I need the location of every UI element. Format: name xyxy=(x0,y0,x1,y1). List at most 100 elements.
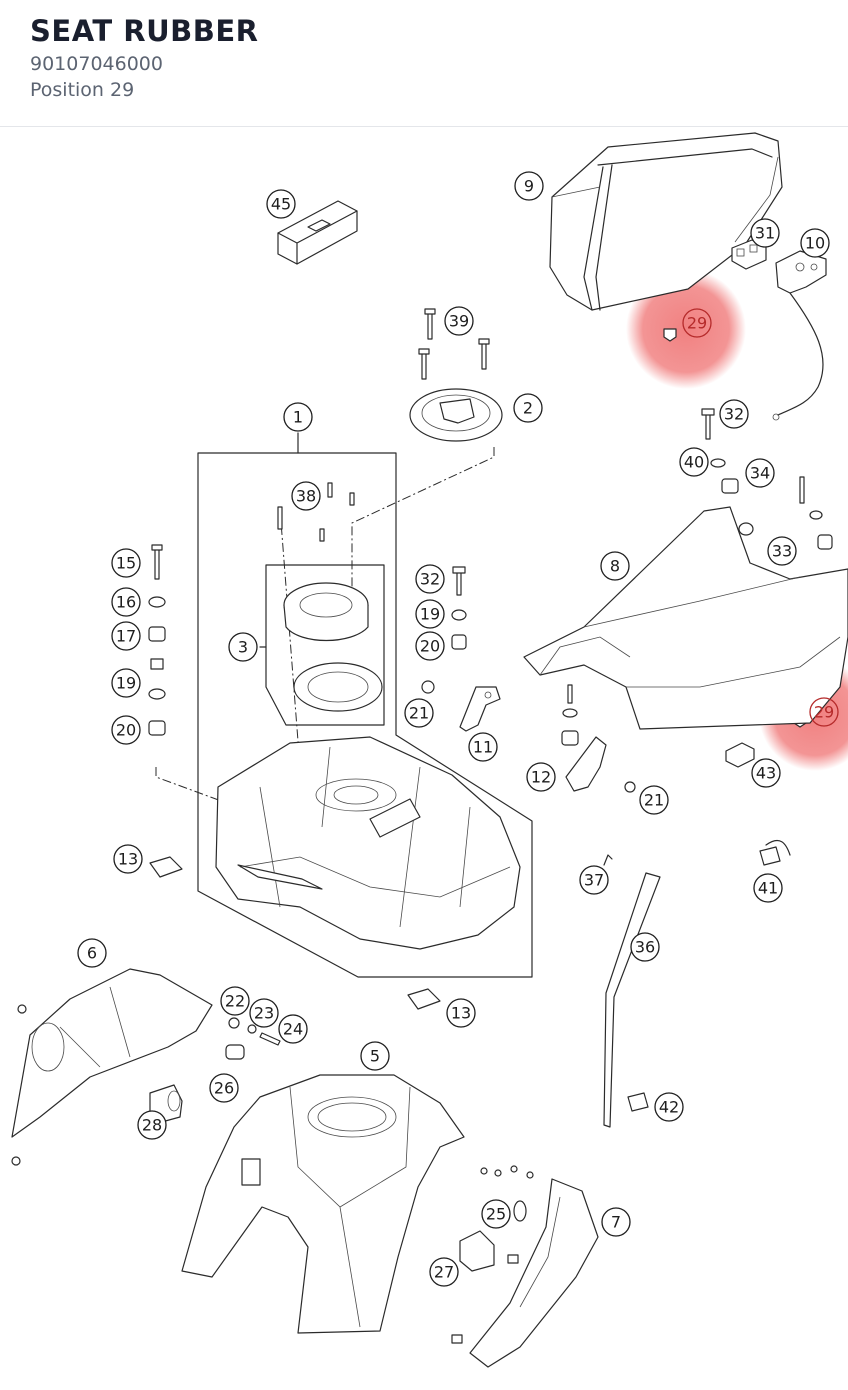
callout-21[interactable]: 21 xyxy=(404,698,434,728)
callout-21b[interactable]: 21 xyxy=(639,785,669,815)
svg-text:22: 22 xyxy=(225,992,245,1011)
callout-11[interactable]: 11 xyxy=(468,732,498,762)
part-41-drawing xyxy=(759,840,791,866)
callout-26[interactable]: 26 xyxy=(209,1073,239,1103)
svg-text:13: 13 xyxy=(451,1004,471,1023)
svg-text:19: 19 xyxy=(116,674,136,693)
callout-33[interactable]: 33 xyxy=(767,536,797,566)
callout-20[interactable]: 20 xyxy=(111,715,141,745)
svg-text:6: 6 xyxy=(87,944,97,963)
svg-text:29: 29 xyxy=(687,314,707,333)
part-31-drawing xyxy=(731,239,767,270)
group-3-frame xyxy=(259,564,385,726)
svg-text:36: 36 xyxy=(635,938,655,957)
callout-23[interactable]: 23 xyxy=(249,998,279,1028)
callout-31[interactable]: 31 xyxy=(750,218,780,248)
callout-20b[interactable]: 20 xyxy=(415,631,445,661)
callout-13[interactable]: 13 xyxy=(113,844,143,874)
svg-text:37: 37 xyxy=(584,871,604,890)
svg-text:20: 20 xyxy=(420,637,440,656)
svg-text:42: 42 xyxy=(659,1098,679,1117)
callout-32[interactable]: 32 xyxy=(719,399,749,429)
svg-text:3: 3 xyxy=(238,638,248,657)
svg-text:21: 21 xyxy=(409,704,429,723)
callout-43[interactable]: 43 xyxy=(751,758,781,788)
svg-text:25: 25 xyxy=(486,1205,506,1224)
svg-text:45: 45 xyxy=(271,195,291,214)
callout-28[interactable]: 28 xyxy=(137,1110,167,1140)
callout-38[interactable]: 38 xyxy=(291,481,321,511)
callout-2[interactable]: 2 xyxy=(513,393,543,423)
callout-1[interactable]: 1 xyxy=(283,402,313,432)
group-1-frame xyxy=(197,432,533,978)
callout-16[interactable]: 16 xyxy=(111,587,141,617)
svg-text:7: 7 xyxy=(611,1213,621,1232)
callout-22[interactable]: 22 xyxy=(220,986,250,1016)
svg-text:23: 23 xyxy=(254,1004,274,1023)
part-25-drawing xyxy=(480,1165,534,1222)
svg-text:13: 13 xyxy=(118,850,138,869)
position-label: Position 29 xyxy=(30,79,135,101)
part-10-drawing xyxy=(772,250,827,421)
callout-7[interactable]: 7 xyxy=(601,1207,631,1237)
svg-text:10: 10 xyxy=(805,234,825,253)
part-36-drawing xyxy=(603,872,661,1128)
svg-text:43: 43 xyxy=(756,764,776,783)
callout-12[interactable]: 12 xyxy=(526,762,556,792)
callout-13b[interactable]: 13 xyxy=(446,998,476,1028)
part-8-drawing xyxy=(523,506,848,730)
svg-text:31: 31 xyxy=(755,224,775,243)
svg-text:1: 1 xyxy=(293,408,303,427)
callout-36[interactable]: 36 xyxy=(630,932,660,962)
svg-text:26: 26 xyxy=(214,1079,234,1098)
callout-37[interactable]: 37 xyxy=(579,865,609,895)
callout-32b[interactable]: 32 xyxy=(415,564,445,594)
callout-3[interactable]: 3 xyxy=(228,632,258,662)
svg-text:29: 29 xyxy=(814,703,834,722)
part-7-drawing xyxy=(451,1178,599,1368)
callout-34[interactable]: 34 xyxy=(745,458,775,488)
left-fastener-stack xyxy=(148,544,166,736)
fuel-tank-drawing xyxy=(215,736,521,950)
callout-25[interactable]: 25 xyxy=(481,1199,511,1229)
callout-15[interactable]: 15 xyxy=(111,548,141,578)
part-43-drawing xyxy=(725,742,755,768)
callout-17[interactable]: 17 xyxy=(111,621,141,651)
part-42-drawing xyxy=(627,1092,649,1112)
svg-text:2: 2 xyxy=(523,399,533,418)
callout-41[interactable]: 41 xyxy=(753,873,783,903)
callout-9[interactable]: 9 xyxy=(514,171,544,201)
callout-29b[interactable]: 29 xyxy=(809,697,839,727)
callout-6[interactable]: 6 xyxy=(77,938,107,968)
callout-42[interactable]: 42 xyxy=(654,1092,684,1122)
svg-text:38: 38 xyxy=(296,487,316,506)
svg-text:41: 41 xyxy=(758,879,778,898)
svg-text:11: 11 xyxy=(473,738,493,757)
callout-29[interactable]: 29 xyxy=(682,308,712,338)
callout-10[interactable]: 10 xyxy=(800,228,830,258)
callout-5[interactable]: 5 xyxy=(360,1041,390,1071)
callout-40[interactable]: 40 xyxy=(679,447,709,477)
svg-text:15: 15 xyxy=(116,554,136,573)
part-6-drawing xyxy=(11,968,213,1166)
svg-text:33: 33 xyxy=(772,542,792,561)
callout-27[interactable]: 27 xyxy=(429,1257,459,1287)
part-title: SEAT RUBBER xyxy=(30,14,259,48)
svg-text:17: 17 xyxy=(116,627,136,646)
callout-39[interactable]: 39 xyxy=(444,306,474,336)
part-number: 90107046000 xyxy=(30,53,163,75)
callout-19[interactable]: 19 xyxy=(111,668,141,698)
callout-24[interactable]: 24 xyxy=(278,1014,308,1044)
callout-8[interactable]: 8 xyxy=(600,551,630,581)
svg-text:20: 20 xyxy=(116,721,136,740)
part-39-drawing xyxy=(418,308,490,380)
callout-19b[interactable]: 19 xyxy=(415,599,445,629)
part-9-drawing xyxy=(549,132,783,311)
part-2-drawing xyxy=(409,388,503,442)
svg-text:32: 32 xyxy=(724,405,744,424)
right-fastener-stack xyxy=(701,408,833,550)
middle-fastener-stack xyxy=(451,566,467,650)
part-12-drawing xyxy=(561,684,636,793)
part-37-drawing xyxy=(603,854,613,866)
callout-45[interactable]: 45 xyxy=(266,189,296,219)
